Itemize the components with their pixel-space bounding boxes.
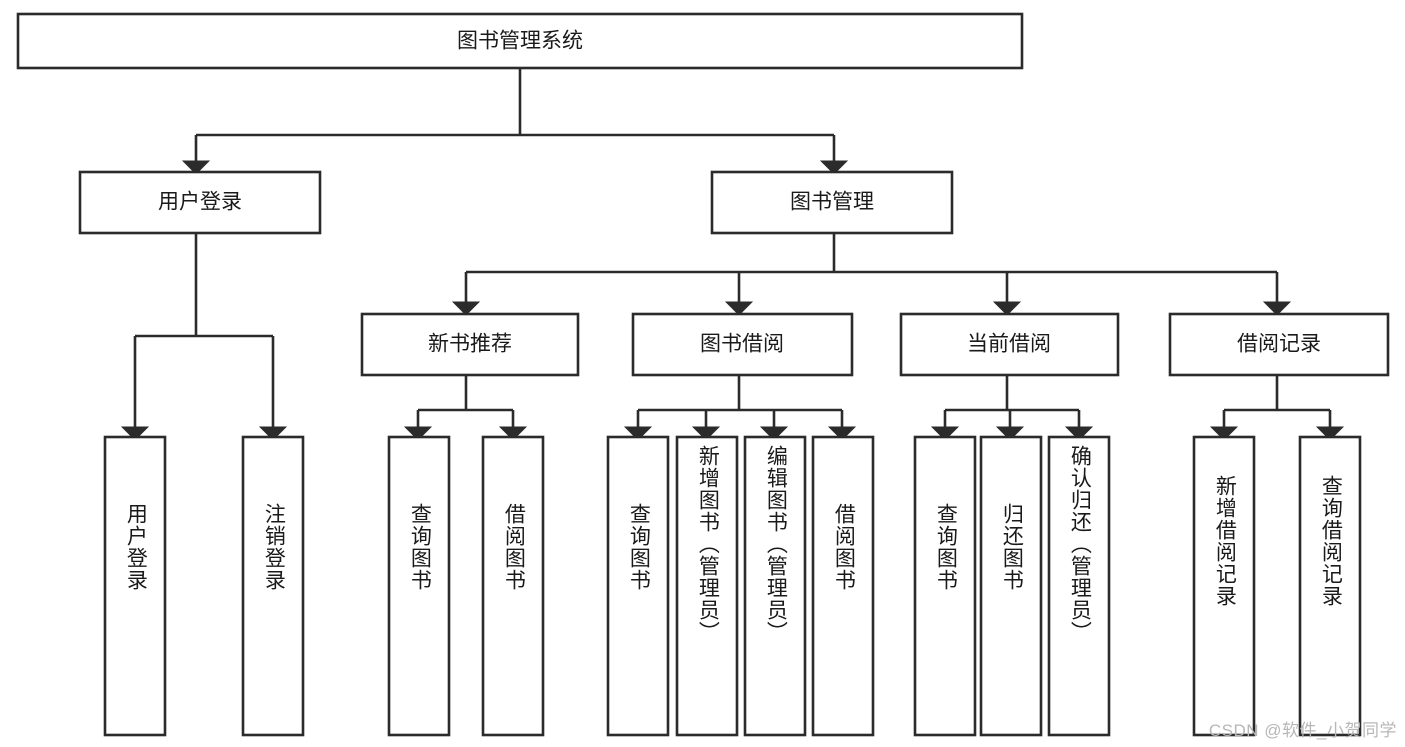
csdn-watermark: CSDN @软件_小贺同学 [1208, 721, 1397, 740]
leaf-return-book-box[interactable] [979, 435, 1043, 737]
leaf-add-book-box[interactable] [675, 435, 739, 737]
node-user-login-label: 用户登录 [158, 191, 242, 214]
node-book-borrow[interactable] [631, 312, 854, 377]
leaf-add-record-box[interactable] [1192, 435, 1256, 737]
node-book-borrow-label: 图书借阅 [700, 333, 784, 356]
node-root-label: 图书管理系统 [457, 30, 583, 53]
node-borrow-record[interactable] [1168, 312, 1390, 377]
node-book-management-label: 图书管理 [790, 191, 874, 214]
leaf-query-record-box[interactable] [1298, 435, 1362, 737]
node-new-book-recommend-label: 新书推荐 [428, 333, 512, 356]
node-root[interactable] [16, 12, 1024, 70]
leaf-query-book-2-box[interactable] [606, 435, 670, 737]
node-current-borrow-label: 当前借阅 [967, 333, 1051, 356]
leaf-confirm-return-box[interactable] [1047, 435, 1111, 737]
node-new-book-recommend[interactable] [360, 312, 580, 377]
leaf-query-book-1-box[interactable] [387, 435, 451, 737]
leaf-borrow-book-1-box[interactable] [481, 435, 545, 737]
leaf-user-login-box[interactable] [103, 435, 167, 737]
node-borrow-record-label: 借阅记录 [1237, 333, 1321, 356]
leaf-edit-book-box[interactable] [743, 435, 807, 737]
node-book-management[interactable] [710, 170, 954, 235]
leaf-borrow-book-2-box[interactable] [811, 435, 875, 737]
node-user-login[interactable] [78, 170, 322, 235]
leaf-user-logout-box[interactable] [241, 435, 305, 737]
node-current-borrow[interactable] [899, 312, 1120, 377]
leaf-query-book-3-box[interactable] [913, 435, 977, 737]
